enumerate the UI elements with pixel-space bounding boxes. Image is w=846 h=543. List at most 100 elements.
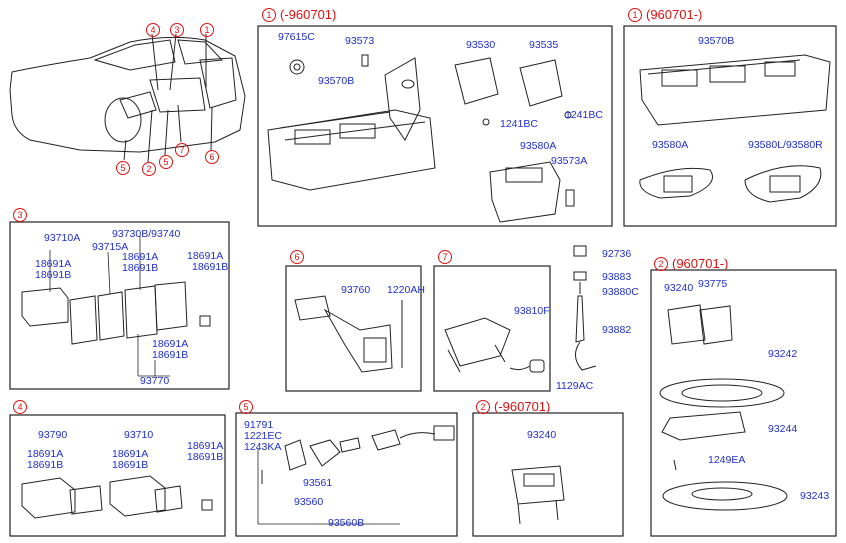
part-label: 93560B [328,517,365,529]
section-number: 3 [13,208,27,222]
part-label: 92736 [602,248,632,260]
part-label: 93240 [664,282,694,294]
part-label: 18691B [112,459,149,471]
callout-5-a: 5 [116,161,130,175]
callout-5-b: 5 [159,155,173,169]
part-label: 93561 [303,477,333,489]
section-1a-header: 1 (-960701) [262,8,336,22]
part-label: 18691A [122,251,159,263]
section-4-box [9,414,226,537]
part-label: 93242 [768,348,798,360]
section-2b-parts [659,304,788,511]
section-7-box [433,265,551,392]
part-label: 1243KA [244,441,282,453]
part-label: 93715A [92,241,129,253]
section-number: 1 [628,8,642,22]
section-1b-box [623,25,837,227]
part-label: 93775 [698,278,728,290]
part-label: 1241BC [500,118,538,130]
part-label: 93760 [341,284,371,296]
section-1b-parts [639,54,831,203]
section-2a-header: 2 (-960701) [476,400,550,414]
part-label: 18691B [35,269,72,281]
section-3-parts [21,281,211,345]
part-label: 93580L/93580R [748,139,823,151]
section-1a-parts [267,54,575,223]
part-label: 18691A [187,250,224,262]
section-title: (960701-) [672,256,729,271]
section-4-parts [21,475,213,519]
part-label: 93243 [800,490,830,502]
part-label: 93790 [38,429,68,441]
part-label: 93580A [520,140,557,152]
section-number: 5 [239,400,253,414]
section-6-parts [294,295,403,373]
part-label: 97615C [278,31,315,43]
part-label: 93240 [527,429,557,441]
part-label: 18691A [152,338,189,350]
callout-7: 7 [175,143,189,157]
part-label: 93570B [698,35,735,47]
part-label: 93573 [345,35,375,47]
part-label: 91791 [244,419,274,431]
section-title: (-960701) [494,399,551,414]
part-label: 1221EC [244,430,282,442]
part-label: 1241BC [565,109,603,121]
section-5-box [235,412,458,537]
part-label: 93770 [140,375,170,387]
callout-6: 6 [205,150,219,164]
part-label: 18691A [27,448,64,460]
section-number: 7 [438,250,452,264]
section-3-box [9,221,230,390]
section-2b-box [650,269,837,537]
part-label: 18691B [187,451,224,463]
harness-parts [573,245,597,371]
part-label: 18691B [192,261,229,273]
callout-1: 1 [200,23,214,37]
section-2a-parts [511,465,565,525]
part-label: 93883 [602,271,632,283]
part-label: 1249EA [708,454,746,466]
part-label: 1220AH [387,284,425,296]
part-label: 93560 [294,496,324,508]
part-label: 93880C [602,286,639,298]
section-title: (-960701) [280,7,337,22]
section-5-header: 5 [239,400,253,414]
part-label: 93580A [652,139,689,151]
section-number: 1 [262,8,276,22]
section-7-parts [444,317,545,373]
part-label: 18691B [122,262,159,274]
section-6-box [285,265,422,392]
part-label: 93882 [602,324,632,336]
part-label: 93535 [529,39,559,51]
part-label: 93810F [514,305,550,317]
part-label: 93573A [551,155,588,167]
section-5-parts [261,425,455,484]
callout-2: 2 [142,162,156,176]
section-title: (960701-) [646,7,703,22]
section-number: 4 [13,400,27,414]
part-label: 93730B/93740 [112,228,181,240]
part-label: 93530 [466,39,496,51]
section-2b-header: 2 (960701-) [654,257,728,271]
section-1b-header: 1 (960701-) [628,8,702,22]
section-number: 2 [476,400,490,414]
part-label: 18691B [152,349,189,361]
part-label: 18691B [27,459,64,471]
section-number: 6 [290,250,304,264]
callout-3: 3 [170,23,184,37]
part-label: 18691A [187,440,224,452]
part-label: 93570B [318,75,355,87]
section-3-header: 3 [13,208,27,222]
part-label: 93710A [44,232,81,244]
section-number: 2 [654,257,668,271]
car-illustration [9,36,246,153]
section-1a-box [257,25,613,227]
section-4-header: 4 [13,400,27,414]
part-label: 18691A [35,258,72,270]
callout-4: 4 [146,23,160,37]
section-7-header: 7 [438,250,452,264]
part-label: 1129AC [556,380,594,392]
